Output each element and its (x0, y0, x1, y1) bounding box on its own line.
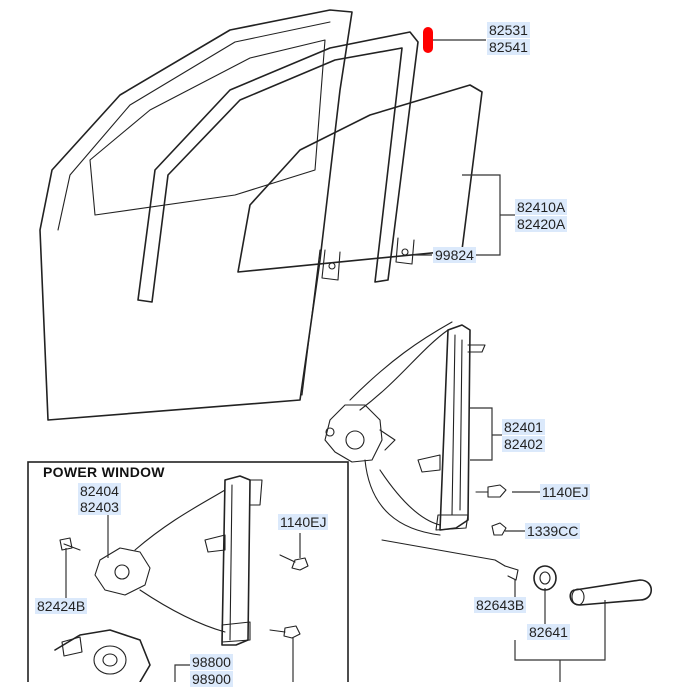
part-number-82404: 82404 (78, 483, 121, 499)
part-number-82410A: 82410A (515, 199, 568, 215)
part-number-82641: 82641 (527, 624, 570, 640)
leader-lines (414, 174, 606, 682)
inset-title: POWER WINDOW (43, 464, 165, 480)
part-number-82403: 82403 (78, 499, 121, 515)
highlight-marker (423, 27, 486, 53)
part-number-82420A: 82420A (515, 216, 568, 232)
part-number-82402: 82402 (502, 436, 545, 452)
part-number-82643B: 82643B (474, 597, 527, 613)
part-number-82401: 82401 (502, 419, 545, 435)
window-run-channel (137, 31, 419, 303)
part-number-1140EJ: 1140EJ (540, 484, 591, 500)
power-window-inset (27, 461, 349, 682)
door-panel (39, 9, 353, 421)
door-glass (237, 84, 483, 281)
part-number-98800: 98800 (190, 654, 233, 670)
part-number-82541: 82541 (487, 39, 530, 55)
window-regulator (324, 321, 519, 581)
part-number-1140EJ-inset: 1140EJ (278, 514, 329, 530)
part-number-82531: 82531 (487, 22, 530, 38)
part-number-99824: 99824 (433, 247, 476, 263)
part-number-1339CC: 1339CC (525, 523, 581, 539)
small-parts (475, 484, 653, 606)
part-number-82424B: 82424B (35, 598, 88, 614)
part-number-98900: 98900 (190, 671, 233, 687)
